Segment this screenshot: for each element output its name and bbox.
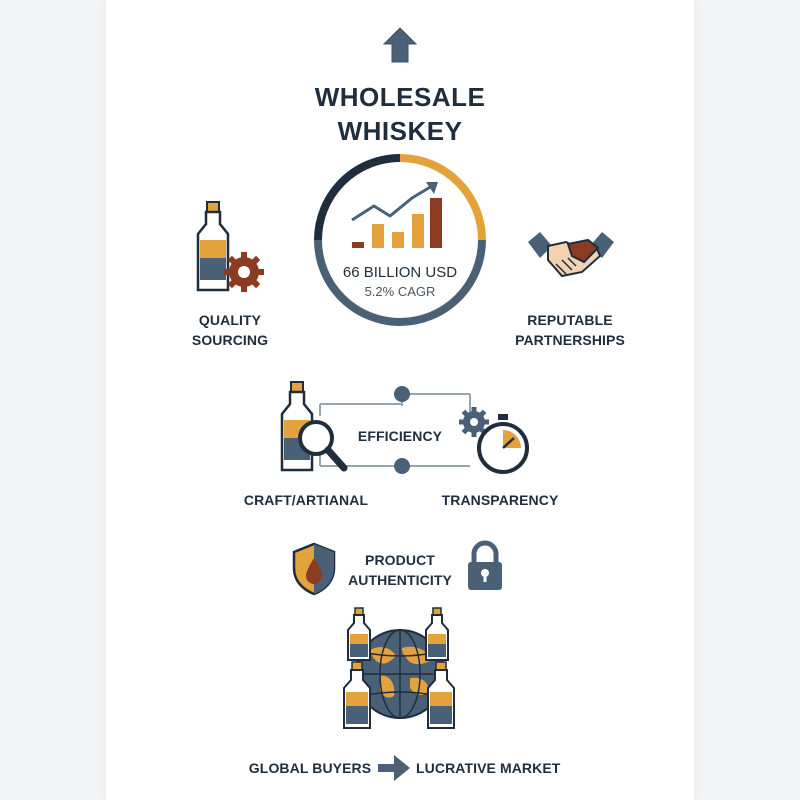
efficiency-label: EFFICIENCY: [357, 428, 443, 444]
handshake-icon: [528, 232, 614, 278]
market-value: 66 BILLION USD: [342, 264, 458, 281]
whiskey-bottle-gear-icon: [196, 201, 264, 292]
lucrative-market-label: LUCRATIVE MARKET: [416, 760, 561, 776]
shield-drop-icon: [292, 542, 336, 596]
market-ring: [314, 154, 486, 326]
product-authenticity-line-1: PRODUCT: [365, 552, 435, 568]
title-line-1: WHOLESALE: [314, 82, 486, 112]
product-authenticity-line-2: AUTHENTICITY: [348, 572, 452, 588]
up-arrow-icon: [382, 27, 418, 63]
global-buyers-label: GLOBAL BUYERS: [248, 760, 372, 776]
right-arrow-icon: [378, 755, 410, 781]
growth-chart-icon: [351, 182, 442, 248]
title-line-2: WHISKEY: [337, 116, 463, 146]
transparency-label: TRANSPARENCY: [441, 492, 559, 508]
quality-sourcing-line-1: QUALITY: [198, 312, 262, 328]
globe-bottles-icon: [343, 607, 455, 729]
quality-sourcing-label: QUALITY SOURCING: [170, 310, 290, 350]
quality-sourcing-line-2: SOURCING: [191, 332, 269, 348]
gear-stopwatch-icon: [459, 407, 529, 474]
connector-lines: [319, 386, 471, 474]
page-title: WHOLESALE WHISKEY: [250, 80, 550, 148]
reputable-partnerships-line-1: REPUTABLE: [527, 312, 613, 328]
craft-artisanal-label: CRAFT/ARTIANAL: [243, 492, 369, 508]
bottle-magnifier-icon: [280, 381, 348, 472]
market-cagr: 5.2% CAGR: [364, 284, 436, 299]
product-authenticity-label: PRODUCT AUTHENTICITY: [340, 550, 460, 590]
reputable-partnerships-label: REPUTABLE PARTNERSHIPS: [500, 310, 640, 350]
padlock-icon: [468, 540, 502, 590]
reputable-partnerships-line-2: PARTNERSHIPS: [515, 332, 625, 348]
